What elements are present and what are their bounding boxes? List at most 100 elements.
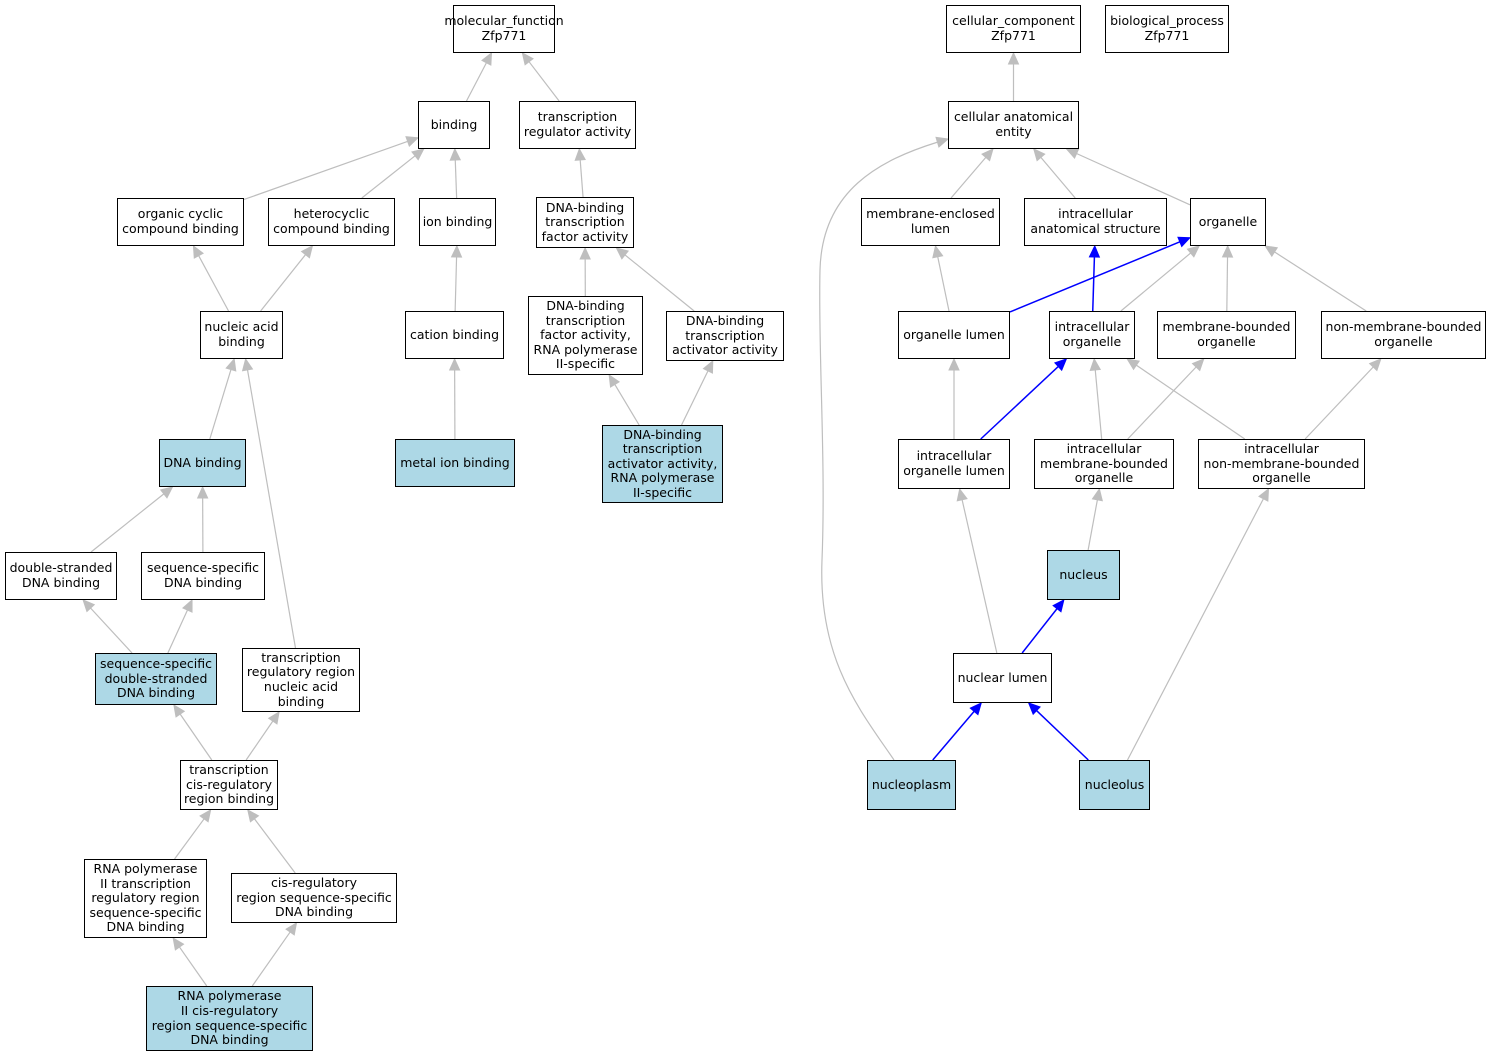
node-label: intracellular anatomical structure (1030, 206, 1161, 236)
edge-arrowhead (411, 148, 425, 161)
edge-rp2trr-to-tcrb (174, 809, 212, 860)
edge-arrowhead (579, 246, 591, 260)
edge-line (260, 253, 307, 312)
edge-arrowhead (702, 359, 714, 374)
edge-imbo-to-mbo (1127, 358, 1205, 440)
edge-arrowhead (981, 148, 994, 162)
node-nl: nuclear lumen (953, 653, 1052, 703)
edge-line (1075, 152, 1191, 206)
edge-line (465, 61, 488, 102)
edge-arrowhead (1053, 358, 1068, 372)
edge-line (1273, 250, 1367, 312)
edge-rp2cr-to-rp2trr (172, 937, 208, 987)
edge-arrowhead (285, 922, 298, 936)
edge-inmbo-to-nmbo (1304, 358, 1382, 440)
node-label: nuclear lumen (957, 669, 1048, 685)
node-mbo: membrane-bounded organelle (1157, 311, 1296, 359)
node-label: DNA-binding transcription activator acti… (607, 426, 718, 500)
node-label: double-stranded DNA binding (9, 560, 113, 590)
edge-ssdsdb-to-dsdb (82, 599, 133, 654)
edge-line (1127, 365, 1198, 440)
edge-line (174, 817, 206, 860)
edge-arrowhead (1177, 236, 1192, 248)
edge-arrowhead (574, 147, 586, 161)
edge-arrowhead (192, 244, 205, 259)
edge-nl-to-iol (956, 487, 998, 654)
node-dbtfa2: DNA-binding transcription factor activit… (528, 296, 643, 375)
node-label: cellular anatomical entity (953, 109, 1074, 139)
node-label: nucleus (1059, 566, 1108, 582)
edge-crssdb-to-tcrb (247, 809, 296, 874)
node-crssdb: cis-regulatory region sequence-specific … (231, 873, 397, 923)
node-label: sequence-specific double-stranded DNA bi… (100, 656, 212, 701)
node-label: intracellular organelle lumen (903, 448, 1005, 478)
node-rp2trr: RNA polymerase II transcription regulato… (84, 859, 207, 938)
edge-line (961, 498, 998, 654)
edge-arrowhead (1126, 358, 1141, 371)
edge-arrowhead (267, 711, 280, 725)
edge-io-to-ias (1088, 244, 1101, 312)
edge-arrowhead (159, 486, 174, 499)
node-label: nucleoplasm (871, 776, 952, 792)
edge-arrowhead (1221, 244, 1234, 258)
node-rp2cr: RNA polymerase II cis-regulatory region … (146, 986, 313, 1051)
edge-orgl-to-mel (932, 244, 950, 312)
edge-arrowhead (405, 136, 420, 148)
edge-arrowhead (932, 244, 944, 259)
node-ssdsdb: sequence-specific double-stranded DNA bi… (95, 653, 217, 705)
node-label: heterocyclic compound binding (273, 206, 390, 236)
edge-arrowhead (608, 373, 621, 388)
edge-line (527, 60, 560, 102)
edge-ssdsdb-to-ssdb (167, 598, 193, 654)
edge-line (1226, 255, 1229, 312)
edge-line (980, 365, 1060, 440)
edge-line (361, 154, 417, 199)
edge-imbo-to-io (1089, 357, 1103, 440)
edge-arrowhead (1052, 599, 1065, 613)
edge-line (179, 712, 213, 761)
edge-arrowhead (935, 136, 950, 148)
edge-arrowhead (1264, 245, 1279, 258)
edge-hcb-to-binding (361, 148, 425, 199)
edge-nucleus-to-imbo (1087, 487, 1103, 551)
node-label: organelle (1198, 213, 1258, 229)
edge-nab-to-hcb (260, 245, 314, 312)
node-nucleolus: nucleolus (1079, 760, 1150, 810)
node-dbtaa: DNA-binding transcription activator acti… (666, 311, 784, 361)
edge-line (197, 254, 230, 312)
edge-line (454, 158, 458, 199)
edge-nmbo-to-org (1264, 245, 1367, 312)
node-label: ion binding (422, 213, 493, 229)
edge-tra-to-mf (521, 52, 560, 102)
node-label: binding (430, 116, 478, 132)
edge-dbtfa-to-tra (574, 147, 586, 198)
node-dbtfa: DNA-binding transcription factor activit… (536, 197, 634, 248)
edge-line (579, 158, 584, 198)
edge-line (209, 368, 232, 440)
node-inmbo: intracellular non-membrane-bounded organ… (1198, 439, 1365, 489)
edge-arrowhead (1368, 358, 1382, 372)
node-label: DNA-binding transcription factor activit… (533, 298, 638, 372)
node-catb: cation binding (405, 311, 504, 359)
edge-arrowhead (199, 809, 212, 823)
edge-arrowhead (449, 147, 462, 161)
edge-line (613, 383, 640, 426)
node-label: cellular_component Zfp771 (952, 13, 1075, 43)
edge-arrowhead (1191, 358, 1205, 372)
edge-line (1120, 251, 1192, 312)
edge-arrowhead (521, 52, 534, 66)
edge-line (243, 140, 409, 201)
node-label: molecular_function Zfp771 (444, 13, 564, 43)
edge-line (681, 369, 709, 426)
edge-mel-to-cae (950, 148, 994, 199)
edge-line (1087, 498, 1099, 551)
node-label: RNA polymerase II transcription regulato… (89, 861, 202, 935)
edge-arrowhead (1088, 244, 1101, 258)
node-ssdb: sequence-specific DNA binding (141, 552, 265, 600)
edge-binding-to-mf (465, 51, 493, 102)
node-label: nucleolus (1084, 776, 1145, 792)
edge-arrowhead (1091, 487, 1103, 502)
node-label: cation binding (409, 326, 500, 342)
node-hcb: heterocyclic compound binding (268, 198, 395, 246)
node-label: nucleic acid binding (204, 319, 279, 349)
